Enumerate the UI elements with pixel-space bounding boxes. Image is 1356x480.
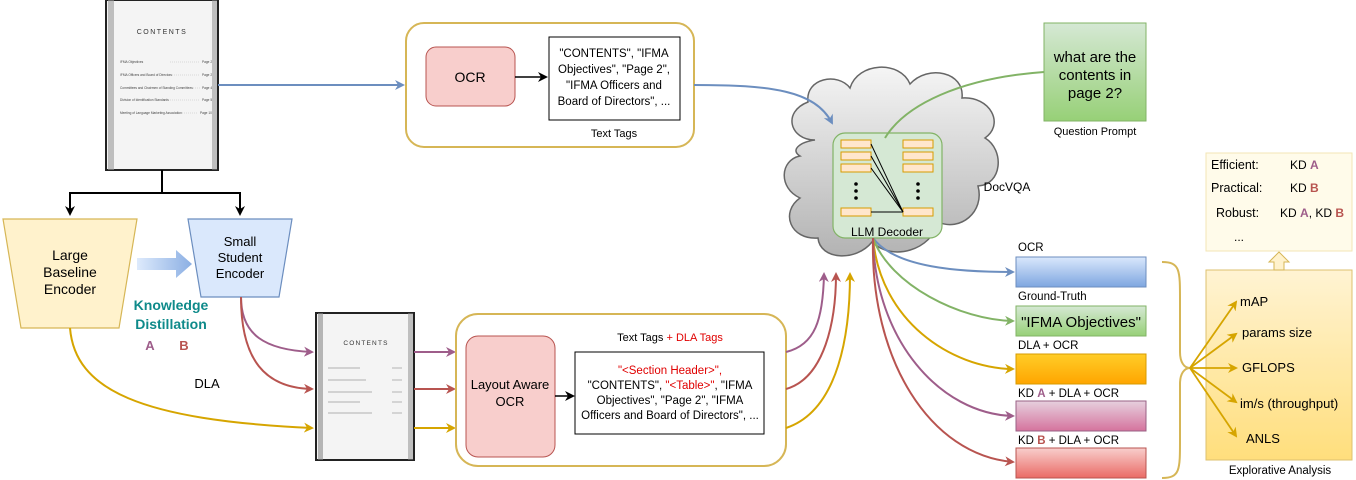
metric-item: ANLS [1246,431,1280,446]
output-bar-ocr [1015,256,1147,288]
output-column: OCR Ground-Truth "IFMA Objectives" DLA +… [1015,242,1147,479]
large-encoder-line: Baseline [43,264,97,280]
ocr-to-decoder-arrow [693,84,833,125]
layout-ocr-output-line: "<Section Header>", [618,365,722,377]
output-label: KD B + DLA + OCR [1018,435,1119,447]
layout-ocr-to-decoder-arrows [785,272,855,429]
explorative-caption: Explorative Analysis [1229,465,1332,477]
large-baseline-encoder: Large Baseline Encoder [2,218,138,329]
document-row: IFMA Officers and Board of Directors [120,73,172,77]
document-bottom-title: CONTENTS [343,340,388,347]
document-top-rows: IFMA Objectives IFMA Officers and Board … [120,60,212,115]
document-page: Page 5 [202,98,212,102]
output-bar-ground-truth [1015,305,1147,337]
document-top-title: CONTENTS [137,29,188,36]
llm-decoder: LLM Decoder [832,132,943,239]
summary-practical-label: Practical: [1211,181,1262,195]
document-page: Page 10 [200,111,212,115]
document-row: Committees and Chairmen of Standing Comm… [120,86,193,90]
metric-item: mAP [1240,294,1268,309]
layout-ocr-output-line: Officers and Board of Directors", ... [581,410,759,422]
summary-robust-value: KD A, KD B [1280,206,1344,220]
question-caption: Question Prompt [1054,126,1137,138]
small-student-encoder: Small Student Encoder [187,218,293,298]
ocr-output-line: Objectives", "Page 2", [558,64,670,76]
layout-ocr-line: OCR [496,394,525,409]
question-to-decoder-arrow [884,71,1045,139]
large-encoder-line: Encoder [44,281,96,297]
output-label: OCR [1018,242,1044,254]
question-prompt: what are the contents in page 2? Questio… [1043,22,1147,138]
layout-ocr-output-line: Objectives", "Page 2", "IFMA [597,395,744,407]
question-line: contents in [1059,67,1132,84]
small-encoder-line: Encoder [216,266,265,281]
kd-line: Distillation [135,316,207,332]
summary-robust-label: Robust: [1216,206,1259,220]
up-arrow-icon [1267,251,1291,271]
dla-label: DLA [194,376,220,391]
layout-ocr-caption: Text Tags + DLA Tags [617,332,723,344]
output-brace [1161,261,1191,479]
ocr-output-line: "CONTENTS", "IFMA [559,48,669,60]
kd-line: Knowledge [134,297,209,313]
document-bottom: CONTENTS [315,312,415,461]
small-encoder-line: Student [218,250,263,265]
metric-item: params size [1242,325,1312,340]
explorative-analysis: mAP params size GFLOPS im/s (throughput)… [1189,269,1353,477]
summary-practical-value: KD B [1290,181,1319,195]
llm-decoder-label: LLM Decoder [851,225,923,239]
document-row: Meeting of Language Marketing Associatio… [120,111,182,115]
layout-ocr-line: Layout Aware [471,377,550,392]
document-page: Page 2 [202,73,212,77]
layout-ocr-output-line: "CONTENTS", "<Table>", "IFMA [588,380,753,392]
ocr-output-line: Board of Directors", ... [558,96,671,108]
metric-item: im/s (throughput) [1240,396,1338,411]
document-top: CONTENTS IFMA Objectives IFMA Officers a… [105,0,219,171]
summary-ellipsis: ... [1234,230,1244,244]
ocr-label: OCR [454,69,485,85]
document-row: Division of Identification Standards [120,98,169,102]
output-bar-kd-a [1015,400,1147,432]
question-line: page 2? [1068,85,1122,102]
knowledge-distillation-arrow [137,250,192,278]
output-bar-kd-b [1015,447,1147,479]
summary-box: Efficient: KD A Practical: KD B Robust: … [1205,152,1353,252]
large-encoder-line: Large [52,247,88,263]
document-to-layout-ocr-arrows [414,347,456,433]
docvqa-label: DocVQA [984,180,1031,194]
kd-label-b: B [179,338,188,353]
kd-label-a: A [145,338,155,353]
ocr-output-line: "IFMA Officers and [566,80,662,92]
summary-efficient-label: Efficient: [1211,158,1259,172]
document-page: Page 2 [202,60,212,64]
fork-arrows [65,170,245,216]
document-page: Page 4 [202,86,212,90]
encoder-to-document-arrows [69,296,314,433]
decoder-to-output-arrows [871,237,1015,467]
knowledge-distillation-label: Knowledge Distillation A B [134,297,209,353]
ground-truth-answer: "IFMA Objectives" [1021,314,1141,331]
metric-item: GFLOPS [1242,360,1295,375]
layout-ocr-group: Layout Aware OCR "<Section Header>", "CO… [455,313,787,467]
summary-efficient-value: KD A [1290,158,1319,172]
output-label: Ground-Truth [1018,291,1087,303]
output-label: KD A + DLA + OCR [1018,388,1119,400]
small-encoder-line: Small [224,234,257,249]
ocr-caption: Text Tags [591,128,638,140]
ocr-group: OCR "CONTENTS", "IFMA Objectives", "Page… [405,22,695,148]
output-bar-dla-ocr [1015,353,1147,385]
document-row: IFMA Objectives [120,60,144,64]
output-label: DLA + OCR [1018,340,1078,352]
question-line: what are the [1053,49,1137,66]
